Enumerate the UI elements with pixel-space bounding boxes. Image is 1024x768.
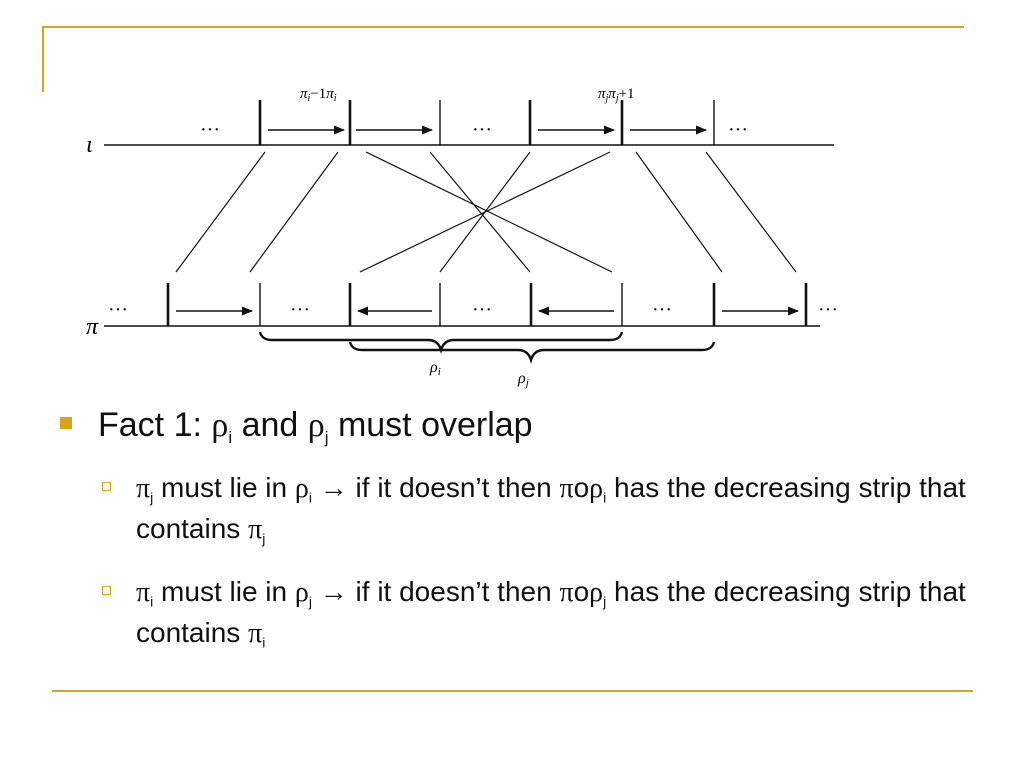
subscript: i bbox=[150, 593, 154, 610]
subscript: j bbox=[603, 593, 607, 610]
pi-symbol: π bbox=[136, 577, 151, 608]
mapping-line bbox=[175, 151, 266, 273]
bottom-rule bbox=[52, 690, 973, 692]
top-label-right: πjπj+1 bbox=[598, 86, 635, 104]
mapping-line bbox=[429, 151, 531, 273]
rho-symbol: ρ bbox=[589, 577, 604, 608]
mapping-line bbox=[365, 151, 613, 273]
top-label-left: πi−1πi bbox=[300, 86, 337, 104]
compose-symbol: o bbox=[573, 472, 590, 503]
subscript: j bbox=[308, 593, 312, 610]
brace-rho-j bbox=[348, 341, 716, 365]
compose-symbol: o bbox=[573, 576, 590, 607]
bottom-ellipsis: ··· bbox=[472, 299, 492, 321]
rho-symbol: ρ bbox=[589, 473, 604, 504]
bottom-axis-label: π bbox=[86, 314, 99, 340]
sub-text: if it doesn’t then bbox=[355, 576, 560, 607]
rho-symbol: ρ bbox=[294, 577, 309, 608]
square-bullet-icon bbox=[60, 417, 72, 430]
pi-symbol: π bbox=[559, 577, 574, 608]
subscript: j bbox=[324, 427, 329, 447]
mapping-line bbox=[635, 151, 723, 273]
permutation-diagram: ι π ··· ··· ··· πi−1πi πjπj+1 ··· bbox=[86, 86, 838, 389]
pi-symbol: π bbox=[248, 618, 263, 649]
fact-and: and bbox=[232, 406, 308, 444]
bottom-ellipsis: ··· bbox=[652, 299, 672, 321]
pi-symbol: π bbox=[136, 473, 151, 504]
bottom-ellipsis: ··· bbox=[108, 299, 128, 321]
subscript: j bbox=[262, 530, 266, 547]
bottom-ellipsis: ··· bbox=[818, 299, 838, 321]
brace-label-rho-i: ρi bbox=[429, 359, 441, 378]
rho-symbol: ρ bbox=[211, 407, 229, 444]
top-ellipsis: ··· bbox=[728, 119, 748, 141]
top-ellipsis: ··· bbox=[472, 119, 492, 141]
brace-rho-i bbox=[258, 331, 624, 355]
mapping-line bbox=[359, 151, 611, 273]
right-arrow-icon: → bbox=[311, 576, 356, 607]
fact-suffix: must overlap bbox=[328, 406, 533, 444]
subscript: i bbox=[228, 427, 233, 447]
pi-symbol: π bbox=[559, 473, 574, 504]
left-rule bbox=[42, 26, 44, 92]
subscript: i bbox=[308, 489, 312, 506]
rho-symbol: ρ bbox=[294, 473, 309, 504]
mapping-line bbox=[705, 151, 797, 273]
hollow-square-bullet-icon bbox=[102, 586, 111, 595]
fact-bullet: Fact 1: ρi and ρj must overlap bbox=[60, 404, 533, 447]
rho-symbol: ρ bbox=[307, 407, 325, 444]
fact-prefix: Fact 1: bbox=[98, 406, 212, 444]
mapping-line bbox=[249, 151, 339, 273]
sub-text: must lie in bbox=[153, 472, 295, 503]
sub-text: if it doesn’t then bbox=[355, 472, 560, 503]
sub-text: must lie in bbox=[153, 576, 295, 607]
sub-bullet-1: πj must lie in ρi → if it doesn’t then π… bbox=[102, 468, 996, 550]
subscript: i bbox=[603, 489, 607, 506]
bottom-ellipsis: ··· bbox=[290, 299, 310, 321]
subscript: j bbox=[150, 489, 154, 506]
right-arrow-icon: → bbox=[311, 472, 356, 503]
hollow-square-bullet-icon bbox=[102, 482, 111, 491]
top-rule bbox=[42, 26, 964, 28]
brace-label-rho-j: ρj bbox=[517, 370, 529, 389]
pi-symbol: π bbox=[248, 514, 263, 545]
top-axis-label: ι bbox=[86, 132, 93, 158]
sub-bullet-2: πi must lie in ρj → if it doesn’t then π… bbox=[102, 572, 996, 654]
subscript: i bbox=[262, 634, 266, 651]
top-ellipsis: ··· bbox=[200, 119, 220, 141]
sub-text: has the decreasing strip that contains bbox=[136, 472, 966, 544]
sub-text: has the decreasing strip that contains bbox=[136, 576, 966, 648]
